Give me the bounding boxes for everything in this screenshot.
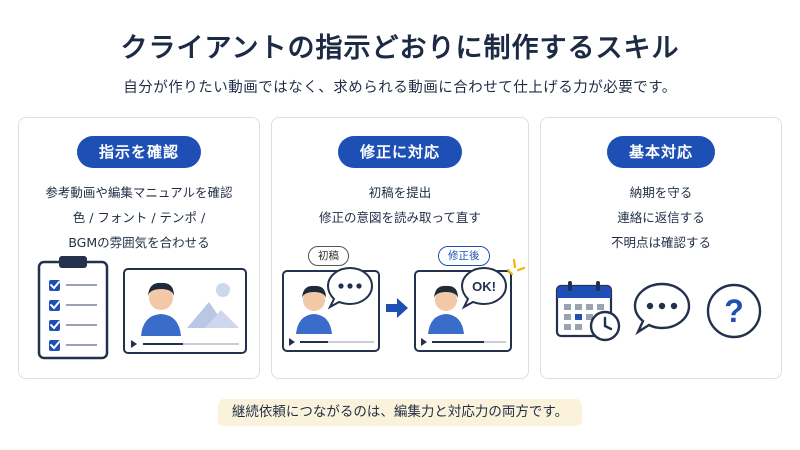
footer-note: 継続依頼につながるのは、編集力と対応力の両方です。 bbox=[217, 399, 583, 426]
speech-bubble-icon bbox=[326, 266, 374, 310]
revised-tag: 修正後 bbox=[438, 246, 490, 266]
ok-text: OK! bbox=[472, 279, 496, 294]
card-handle-revisions: 修正に対応 初稿を提出 修正の意図を読み取って直す 初稿 修正後 OK! bbox=[271, 117, 529, 379]
card-line: BGMの雰囲気を合わせる bbox=[68, 235, 210, 250]
page-subtitle: 自分が作りたい動画ではなく、求められる動画に合わせて仕上げる力が必要です。 bbox=[123, 80, 677, 96]
arrow-right-icon bbox=[386, 298, 408, 318]
card-label: 指示を確認 bbox=[76, 136, 202, 168]
card-line: 修正の意図を読み取って直す bbox=[319, 210, 481, 225]
card-line: 初稿を提出 bbox=[368, 185, 432, 200]
card-label: 修正に対応 bbox=[337, 136, 463, 168]
ok-speech-bubble-icon: OK! bbox=[460, 266, 508, 310]
card-line: 納期を守る bbox=[629, 185, 693, 200]
card-line: 連絡に返信する bbox=[617, 210, 705, 225]
draft-tag: 初稿 bbox=[308, 246, 349, 266]
card-line: 色 / フォント / テンポ / bbox=[72, 210, 206, 225]
card-check-instructions: 指示を確認 参考動画や編集マニュアルを確認 色 / フォント / テンポ / B… bbox=[18, 117, 260, 379]
checklist-clipboard-icon bbox=[37, 256, 109, 360]
message-bubble-icon bbox=[633, 282, 691, 336]
card-text: 初稿を提出 修正の意図を読み取って直す bbox=[272, 180, 528, 230]
card-text: 納期を守る 連絡に返信する 不明点は確認する bbox=[541, 180, 781, 255]
page-title: クライアントの指示どおりに制作するスキル bbox=[120, 33, 680, 64]
card-line: 参考動画や編集マニュアルを確認 bbox=[45, 185, 233, 200]
card-line: 不明点は確認する bbox=[610, 235, 711, 250]
question-mark: ? bbox=[724, 293, 744, 329]
card-basic-response: 基本対応 納期を守る 連絡に返信する 不明点は確認する ? bbox=[540, 117, 782, 379]
sparkle-icon bbox=[506, 258, 526, 276]
question-icon: ? bbox=[706, 283, 762, 339]
card-label: 基本対応 bbox=[606, 136, 716, 168]
card-text: 参考動画や編集マニュアルを確認 色 / フォント / テンポ / BGMの雰囲気… bbox=[19, 180, 259, 255]
video-player-icon bbox=[123, 268, 247, 354]
calendar-clock-icon bbox=[555, 281, 621, 342]
